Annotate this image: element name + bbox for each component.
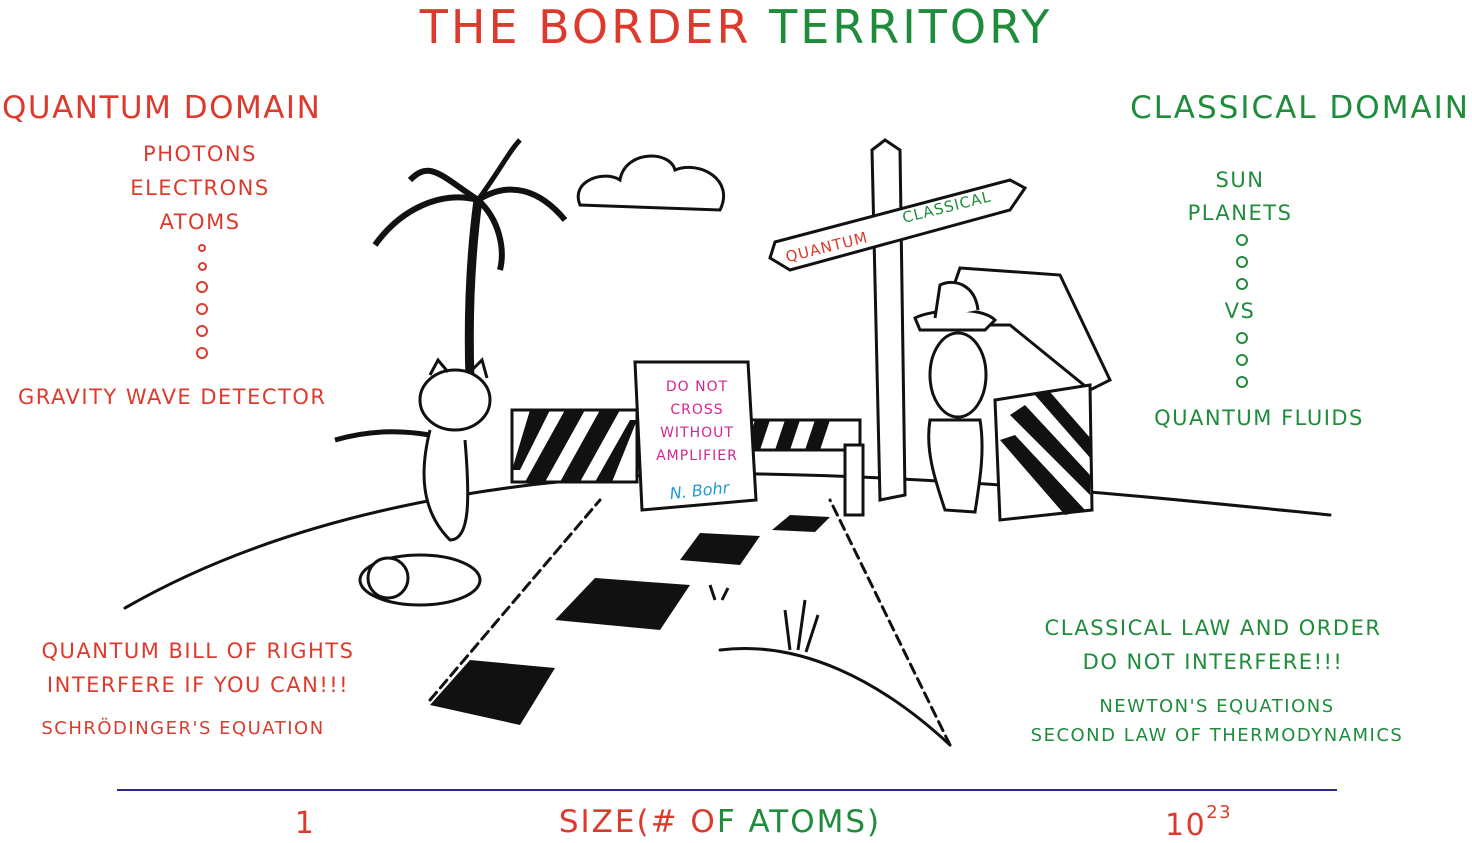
notice-line-4: AMPLIFIER xyxy=(656,448,738,464)
newtons-equations: NEWTON'S EQUATIONS xyxy=(1099,696,1335,717)
dot xyxy=(1236,376,1248,388)
dot xyxy=(1236,278,1248,290)
classical-vs: VS xyxy=(1224,299,1256,323)
signpost-icon: QUANTUM CLASSICAL xyxy=(768,138,1028,502)
classical-upper-dots xyxy=(1236,234,1248,290)
classical-item-planets: PLANETS xyxy=(1187,201,1293,225)
title-red-part: THE BORDE xyxy=(419,0,717,54)
size-axis-line xyxy=(117,789,1337,791)
quantum-interfere: INTERFERE IF YOU CAN!!! xyxy=(46,673,350,697)
guard-icon xyxy=(913,280,998,514)
notice-line-3: WITHOUT xyxy=(660,425,734,441)
dot xyxy=(1236,234,1248,246)
title-border-letter: R xyxy=(716,0,752,54)
grass-icon xyxy=(708,584,820,653)
schrodinger-equation: SCHRÖDINGER'S EQUATION xyxy=(41,718,325,739)
classical-item-sun: SUN xyxy=(1215,168,1265,192)
road-tile xyxy=(555,578,690,630)
axis-max-base: 10 xyxy=(1165,808,1207,843)
axis-max-exponent: 23 xyxy=(1206,802,1233,823)
axis-min-label: 1 xyxy=(294,806,316,841)
quantum-item-photons: PHOTONS xyxy=(143,142,257,166)
quantum-ellipsis-dots xyxy=(196,244,208,359)
dot xyxy=(196,281,208,293)
road-tile xyxy=(680,533,760,565)
dot xyxy=(1236,332,1248,344)
ground-horizon xyxy=(123,472,1332,610)
classical-domain-heading: CLASSICAL DOMAIN xyxy=(1130,90,1470,126)
quantum-item-atoms: ATOMS xyxy=(159,210,241,234)
road-barrier-icon xyxy=(510,408,865,517)
road-tile xyxy=(430,660,555,725)
road-tiles xyxy=(430,515,830,725)
notice-line-2: CROSS xyxy=(670,402,723,418)
quantum-item-gravity-wave-detector: GRAVITY WAVE DETECTOR xyxy=(18,385,327,409)
axis-max-label: 1023 xyxy=(1165,802,1232,843)
classical-item-quantum-fluids: QUANTUM FLUIDS xyxy=(1154,406,1364,430)
cats-icon xyxy=(334,357,492,607)
classical-law-and-order: CLASSICAL LAW AND ORDER xyxy=(1044,616,1382,640)
dot xyxy=(196,347,208,359)
quantum-domain-heading: QUANTUM DOMAIN xyxy=(2,90,322,126)
dot xyxy=(1236,354,1248,366)
classical-do-not-interfere: DO NOT INTERFERE!!! xyxy=(1082,650,1344,674)
dot xyxy=(196,325,208,337)
dot xyxy=(197,262,207,271)
road-tile xyxy=(772,515,830,532)
axis-title-red: SIZE(# O xyxy=(558,804,717,840)
notice-line-1: DO NOT xyxy=(666,379,728,395)
dot xyxy=(1236,256,1248,268)
cloud-icon xyxy=(576,154,726,212)
hill-line xyxy=(718,647,952,747)
axis-title: SIZE(# OF ATOMS) xyxy=(559,804,881,840)
page-title: THE BORDER TERRITORY xyxy=(420,0,1052,54)
title-green-part: TERRITORY xyxy=(751,0,1053,54)
road-right-edge xyxy=(828,498,952,747)
second-law-thermodynamics: SECOND LAW OF THERMODYNAMICS xyxy=(1030,725,1404,746)
quantum-item-electrons: ELECTRONS xyxy=(130,176,270,200)
dot xyxy=(198,244,206,252)
road-left-edge xyxy=(428,498,602,702)
dot xyxy=(196,303,208,315)
quantum-bill-of-rights: QUANTUM BILL OF RIGHTS xyxy=(41,639,355,663)
notice-board: DO NOT CROSS WITHOUT AMPLIFIER N. Bohr xyxy=(633,360,758,512)
palm-tree-icon xyxy=(372,138,568,381)
axis-title-green: F ATOMS) xyxy=(716,804,882,840)
classical-lower-dots xyxy=(1236,332,1248,388)
guard-hut-icon xyxy=(937,266,1112,522)
